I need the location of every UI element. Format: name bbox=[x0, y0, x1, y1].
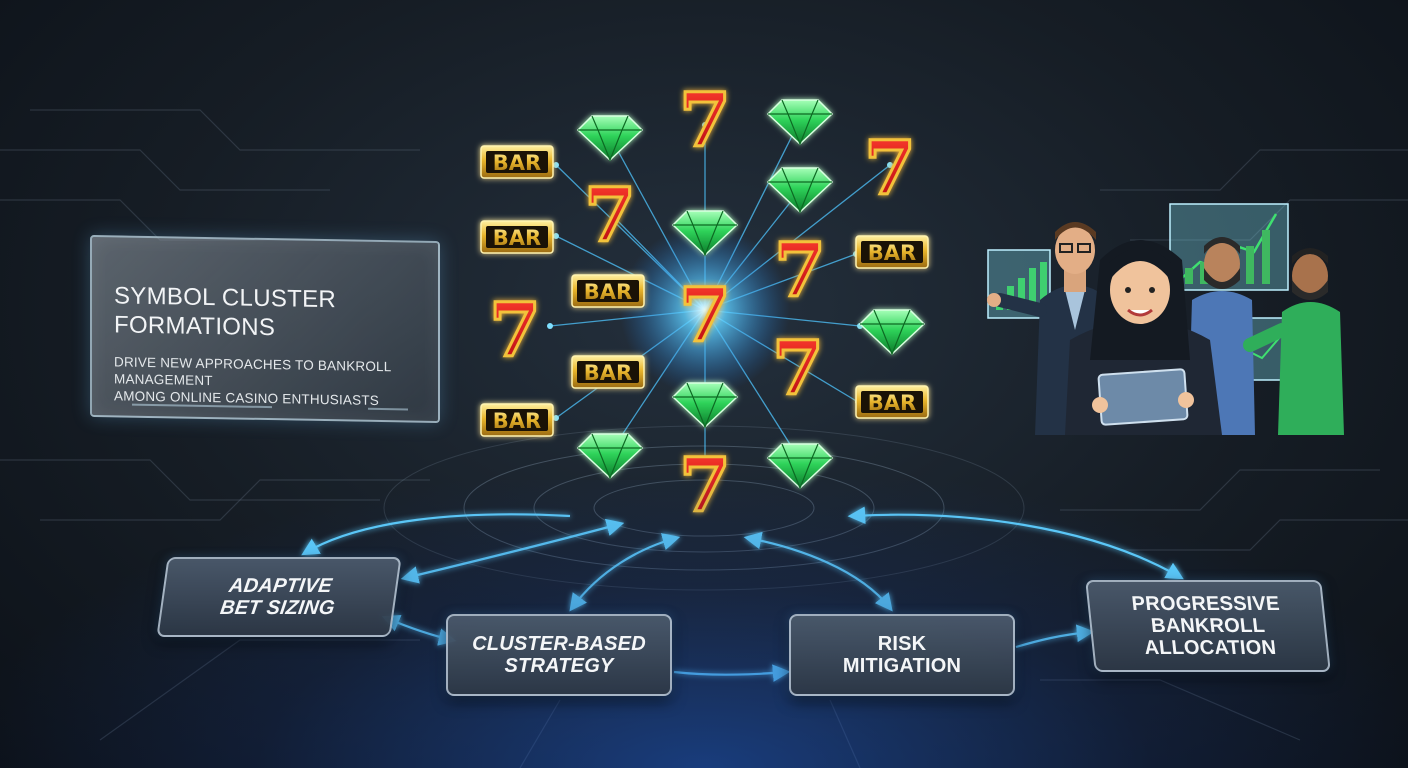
bar-symbol: BAR bbox=[855, 235, 929, 269]
flow-node-label: ADAPTIVE BET SIZING bbox=[218, 575, 337, 619]
flow-node-label: CLUSTER-BASED STRATEGY bbox=[472, 633, 646, 677]
emerald-gem-icon bbox=[576, 433, 644, 480]
arrow-cluster-up bbox=[569, 533, 681, 612]
emerald-gem-icon bbox=[766, 99, 834, 146]
central-glow-hub bbox=[620, 225, 790, 395]
seven-symbol: 7 bbox=[489, 288, 541, 374]
arrow-adaptive-center bbox=[400, 518, 625, 584]
bar-symbol-label: BAR bbox=[584, 280, 632, 304]
bar-symbol: BAR bbox=[855, 385, 929, 419]
seven-symbol: 7 bbox=[679, 273, 731, 359]
emerald-gem-icon bbox=[671, 382, 739, 429]
seven-symbol: 7 bbox=[772, 326, 824, 412]
flow-node-label: PROGRESSIVE BANKROLL ALLOCATION bbox=[1130, 593, 1281, 659]
title-panel: SYMBOL CLUSTER FORMATIONS DRIVE NEW APPR… bbox=[90, 234, 440, 424]
panel-accent-line-short bbox=[368, 407, 408, 411]
emerald-gem-icon bbox=[766, 443, 834, 490]
flow-node-adaptive-bet-sizing[interactable]: ADAPTIVE BET SIZING bbox=[156, 557, 402, 637]
person-woman-tablet bbox=[1065, 240, 1222, 435]
panel-title-line2: FORMATIONS bbox=[114, 311, 276, 342]
person-man-green bbox=[1243, 248, 1344, 435]
emerald-gem-icon bbox=[576, 115, 644, 162]
seven-symbol: 7 bbox=[679, 78, 731, 164]
panel-subtitle: DRIVE NEW APPROACHES TO BANKROLL MANAGEM… bbox=[114, 353, 420, 409]
emerald-gem-icon bbox=[766, 167, 834, 214]
bar-symbol: BAR bbox=[571, 274, 645, 308]
emerald-gem-icon bbox=[671, 210, 739, 257]
flow-node-cluster-based-strategy[interactable]: CLUSTER-BASED STRATEGY bbox=[446, 614, 672, 696]
arrow-risk-progressive bbox=[1015, 624, 1095, 649]
flow-node-progressive-bankroll-allocation[interactable]: PROGRESSIVE BANKROLL ALLOCATION bbox=[1085, 580, 1331, 672]
emerald-gem-icon bbox=[858, 309, 926, 356]
seven-symbol: 7 bbox=[679, 443, 731, 529]
bar-symbol-label: BAR bbox=[868, 241, 916, 265]
arrow-cluster-risk bbox=[673, 664, 791, 682]
flow-node-label: RISK MITIGATION bbox=[842, 633, 962, 677]
seven-symbol: 7 bbox=[864, 126, 916, 212]
bar-symbol: BAR bbox=[480, 220, 554, 254]
team-illustration bbox=[987, 203, 1344, 435]
bar-symbol: BAR bbox=[571, 355, 645, 389]
panel-title: SYMBOL CLUSTER FORMATIONS bbox=[114, 281, 420, 344]
bar-symbol-label: BAR bbox=[493, 151, 541, 175]
flow-arrows bbox=[301, 506, 1184, 682]
bar-symbol-label: BAR bbox=[493, 226, 541, 250]
bar-symbol-label: BAR bbox=[868, 391, 916, 415]
bar-symbol-label: BAR bbox=[493, 409, 541, 433]
flow-node-risk-mitigation[interactable]: RISK MITIGATION bbox=[789, 614, 1015, 696]
bar-symbol: BAR bbox=[480, 403, 554, 437]
seven-symbol: 7 bbox=[774, 228, 826, 314]
arrow-top-right bbox=[847, 506, 1184, 580]
bar-symbol-label: BAR bbox=[584, 361, 632, 385]
seven-symbol: 7 bbox=[584, 173, 636, 259]
panel-subtitle-line1: DRIVE NEW APPROACHES TO BANKROLL MANAGEM… bbox=[114, 354, 391, 389]
arrow-adaptive-cluster bbox=[381, 614, 457, 646]
bar-symbol: BAR bbox=[480, 145, 554, 179]
